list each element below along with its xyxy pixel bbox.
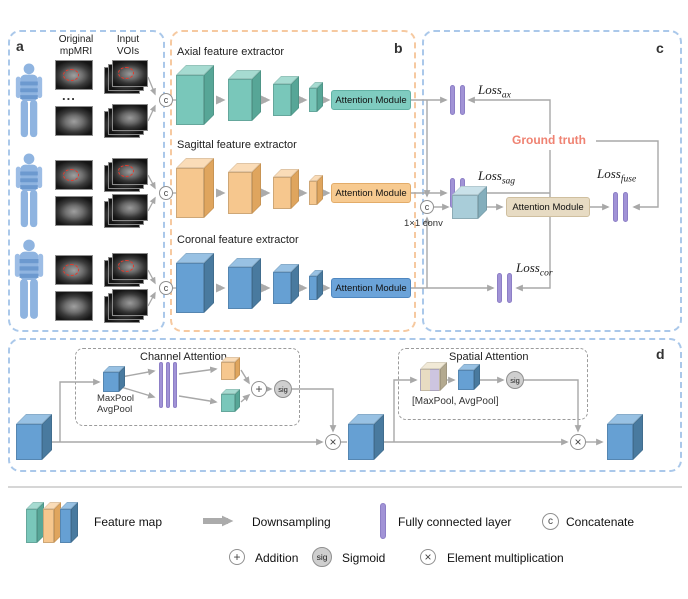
coronal-cuboid-2 [228, 258, 261, 309]
sigmoid-icon: sig [274, 380, 292, 398]
legend-sigmoid-label: Sigmoid [342, 551, 386, 565]
sagittal-cuboid-4 [309, 175, 323, 205]
input-feature-cuboid [16, 414, 52, 460]
legend-multiply-label: Element multiplication [447, 551, 564, 565]
mri-thumbnail [55, 291, 93, 321]
intermediate-feature-cuboid [348, 414, 384, 460]
lesion-roi-circle [63, 169, 79, 181]
concatenate-icon: c [159, 93, 173, 107]
mri-thumbnail [55, 196, 93, 226]
concatenate-icon: c [420, 200, 434, 214]
legend-addition-label: Addition [255, 551, 299, 565]
original-mpmri-header: Original mpMRI [58, 34, 94, 57]
sagittal-attention-module: Attention Module [331, 183, 411, 203]
lesion-roi-circle [118, 260, 134, 272]
loss-cor-label: Losscor [516, 260, 553, 279]
legend-concatenate-icon: c [542, 513, 559, 530]
avgpool-label: AvgPool [97, 404, 133, 415]
avgpool-branch-cuboid [221, 389, 240, 412]
concat-pool-cuboid [420, 362, 447, 391]
fc-layer-bars-fuse [613, 192, 628, 222]
legend-sigmoid-icon: sig [312, 547, 332, 567]
body-silhouette [15, 153, 43, 228]
axial-attention-module: Attention Module [331, 90, 411, 110]
spatial-conv-cuboid [458, 364, 480, 390]
ground-truth-label: Ground truth [512, 133, 586, 147]
axial-cuboid-3 [273, 76, 299, 116]
panel-c-label: c [656, 40, 664, 56]
output-feature-cuboid [607, 414, 643, 460]
coronal-cuboid-1 [176, 253, 214, 313]
loss-ax-label: Lossax [478, 82, 511, 101]
axial-extractor-title: Axial feature extractor [177, 46, 284, 58]
fc-layer-bars-ax [450, 85, 465, 115]
lesion-roi-circle [118, 67, 134, 79]
axial-cuboid-2 [228, 70, 261, 121]
spatial-attention-title: Spatial Attention [449, 351, 529, 363]
voi-stack [104, 104, 148, 138]
sagittal-cuboid-3 [273, 169, 299, 209]
axial-cuboid-4 [309, 82, 323, 112]
legend-feature-map-label: Feature map [94, 515, 163, 529]
legend-fc-layer-icon [380, 503, 386, 539]
fc-layer-bars-channel [159, 362, 177, 408]
conv-1x1-label: 1×1 conv [404, 218, 443, 229]
legend-addition-icon: + [229, 549, 245, 565]
axial-cuboid-1 [176, 65, 214, 125]
panel-b-label: b [394, 40, 403, 56]
body-silhouette [15, 63, 43, 138]
pooled-feature-cuboid [103, 366, 125, 392]
legend-downsampling-label: Downsampling [252, 515, 331, 529]
lesion-roi-circle [63, 69, 79, 81]
panel-a [8, 30, 165, 332]
loss-sag-label: Losssag [478, 168, 516, 187]
lesion-roi-circle [63, 264, 79, 276]
ellipsis: ... [62, 88, 76, 103]
panel-c [422, 30, 682, 332]
input-vois-header: Input VOIs [116, 34, 140, 57]
sagittal-cuboid-1 [176, 158, 214, 218]
panel-d-label: d [656, 346, 665, 362]
voi-stack [104, 194, 148, 228]
fused-feature-cuboid [452, 186, 487, 219]
legend-feature-map-icon [43, 502, 61, 543]
lesion-roi-circle [118, 165, 134, 177]
maxpool-branch-cuboid [221, 357, 240, 380]
concatenate-icon: c [159, 186, 173, 200]
coronal-cuboid-4 [309, 270, 323, 300]
channel-attention-title: Channel Attention [140, 351, 227, 363]
legend-multiply-icon: × [420, 549, 436, 565]
body-silhouette [14, 239, 44, 319]
fusion-attention-module: Attention Module [506, 197, 590, 217]
pools-bracket-label: [MaxPool, AvgPool] [412, 396, 499, 407]
fc-layer-bars-cor [497, 273, 512, 303]
legend-fc-layer-label: Fully connected layer [398, 515, 512, 529]
multiply-icon: × [325, 434, 341, 450]
sigmoid-icon: sig [506, 371, 524, 389]
addition-icon: + [251, 381, 267, 397]
panel-b [170, 30, 416, 332]
concatenate-icon: c [159, 281, 173, 295]
loss-fuse-label: Lossfuse [597, 166, 637, 185]
multiply-icon: × [570, 434, 586, 450]
maxpool-label: MaxPool [97, 393, 134, 404]
coronal-cuboid-3 [273, 264, 299, 304]
coronal-attention-module: Attention Module [331, 278, 411, 298]
panel-a-label: a [16, 38, 24, 54]
sagittal-extractor-title: Sagittal feature extractor [177, 139, 297, 151]
panel-d [8, 338, 682, 472]
legend-feature-map-icon [26, 502, 44, 543]
legend-feature-map-icon [60, 502, 78, 543]
mri-thumbnail [55, 106, 93, 136]
voi-stack [104, 289, 148, 323]
legend-concatenate-label: Concatenate [566, 515, 635, 529]
sagittal-cuboid-2 [228, 163, 261, 214]
coronal-extractor-title: Coronal feature extractor [177, 234, 299, 246]
